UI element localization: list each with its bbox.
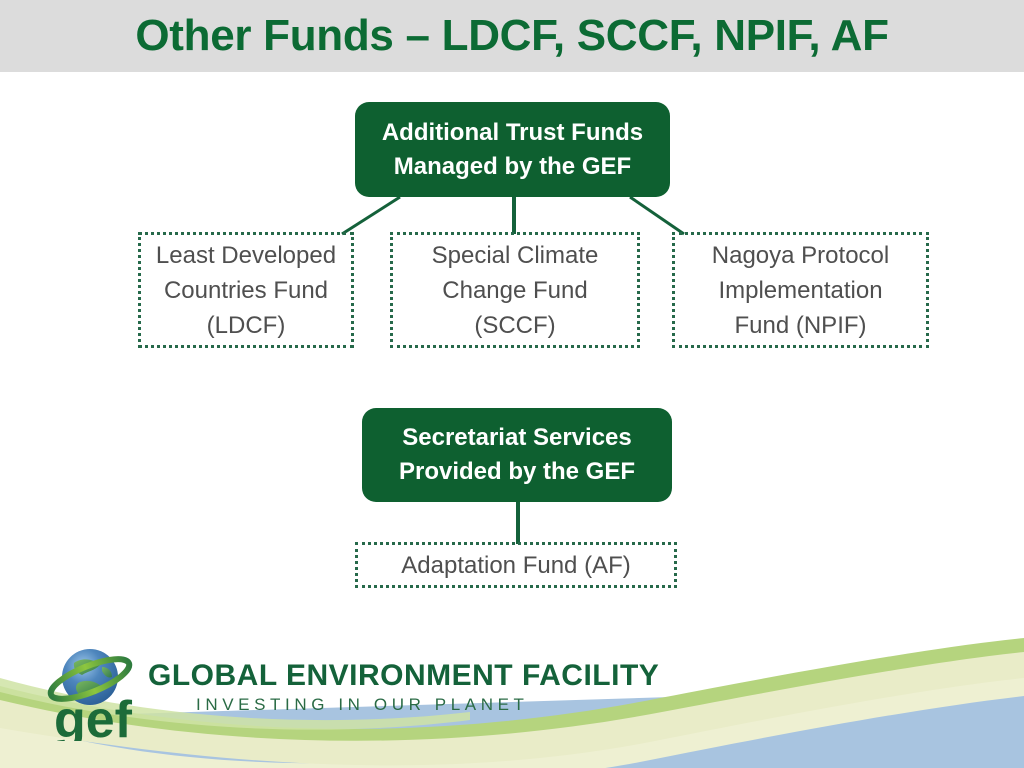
connector-trustfunds-to-npif [629, 195, 685, 236]
node-label: Adaptation Fund (AF) [401, 551, 631, 579]
node-ldcf[interactable]: Least Developed Countries Fund (LDCF) [138, 232, 354, 348]
gef-globe-icon: gef [47, 649, 133, 741]
gef-tagline: INVESTING IN OUR PLANET [196, 695, 529, 714]
connector-trustfunds-to-ldcf [341, 195, 401, 236]
footer-cream-wave-lower [0, 664, 1024, 768]
org-diagram: Additional Trust Funds Managed by the GE… [138, 102, 929, 588]
node-additional-trust-funds[interactable]: Additional Trust Funds Managed by the GE… [355, 102, 670, 197]
title-band [0, 0, 1024, 72]
node-label: Additional Trust Funds Managed by the GE… [381, 118, 644, 180]
node-label: Nagoya Protocol Implementation Fund (NPI… [711, 241, 890, 339]
gef-name: GLOBAL ENVIRONMENT FACILITY [148, 659, 660, 692]
node-secretariat-services[interactable]: Secretariat Services Provided by the GEF [362, 408, 672, 502]
node-npif[interactable]: Nagoya Protocol Implementation Fund (NPI… [672, 232, 929, 348]
footer-wave-graphic [0, 638, 1024, 768]
node-adaptation-fund[interactable]: Adaptation Fund (AF) [355, 542, 677, 588]
gef-logo: gef GLOBAL ENVIRONMENT FACILITY INVESTIN… [44, 641, 659, 746]
page-title: Other Funds – LDCF, SCCF, NPIF, AF [135, 11, 889, 60]
node-label: Secretariat Services Provided by the GEF [398, 424, 636, 485]
node-sccf[interactable]: Special Climate Change Fund (SCCF) [390, 232, 640, 348]
svg-text:gef: gef [54, 691, 133, 741]
footer-cream-wave [0, 646, 1024, 766]
gef-wordmark: GLOBAL ENVIRONMENT FACILITY INVESTING IN… [148, 659, 660, 717]
node-label: Least Developed Countries Fund (LDCF) [155, 241, 337, 339]
node-label: Special Climate Change Fund (SCCF) [431, 241, 599, 339]
